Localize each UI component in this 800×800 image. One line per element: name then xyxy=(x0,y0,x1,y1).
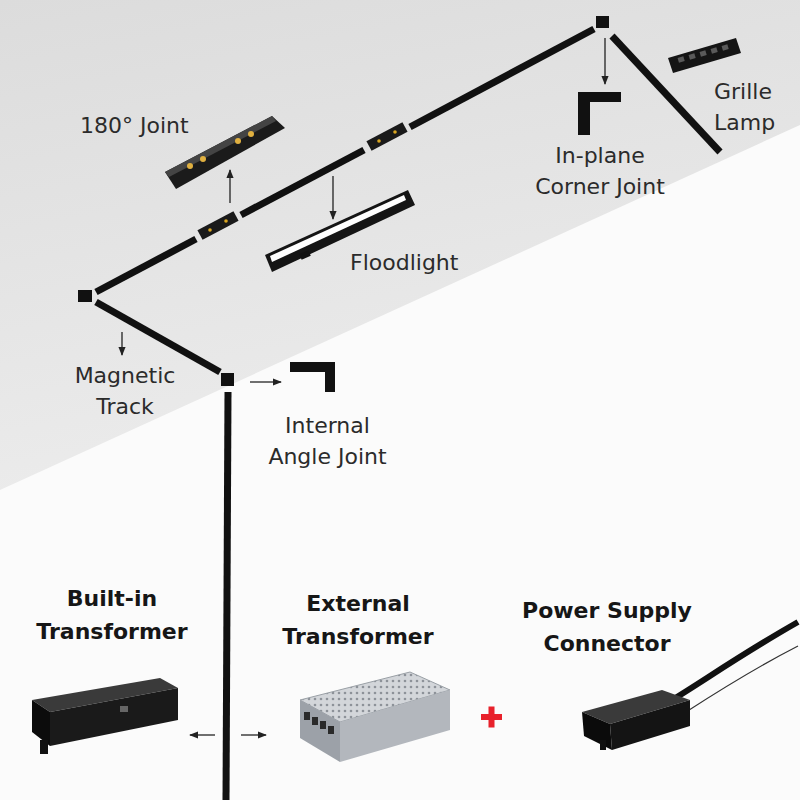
ceiling-ground xyxy=(0,0,800,490)
built-in-transformer xyxy=(32,678,178,754)
grille-lamp-component xyxy=(668,38,741,73)
floodlight-label: Floodlight xyxy=(350,247,458,278)
joint-label: 180° Joint xyxy=(80,110,189,141)
track-corner xyxy=(78,16,609,386)
grille-lamp-label: Grille Lamp xyxy=(714,76,796,138)
track-label: Magnetic Track xyxy=(60,360,190,422)
internal-angle-joint xyxy=(290,362,335,392)
pointer-arrow xyxy=(122,38,605,735)
transformer-label: External Transformer xyxy=(268,587,448,653)
connector-label: Power Supply Connector xyxy=(497,594,717,660)
angle-joint-label: Internal Angle Joint xyxy=(255,410,400,472)
plus-symbol xyxy=(481,707,502,728)
magnetic-track xyxy=(96,29,720,800)
external-transformer xyxy=(300,672,450,762)
corner-joint-label: In-plane Corner Joint xyxy=(520,140,680,202)
in-plane-corner-joint xyxy=(578,92,621,135)
transformer-label: Built-in Transformer xyxy=(22,582,202,648)
